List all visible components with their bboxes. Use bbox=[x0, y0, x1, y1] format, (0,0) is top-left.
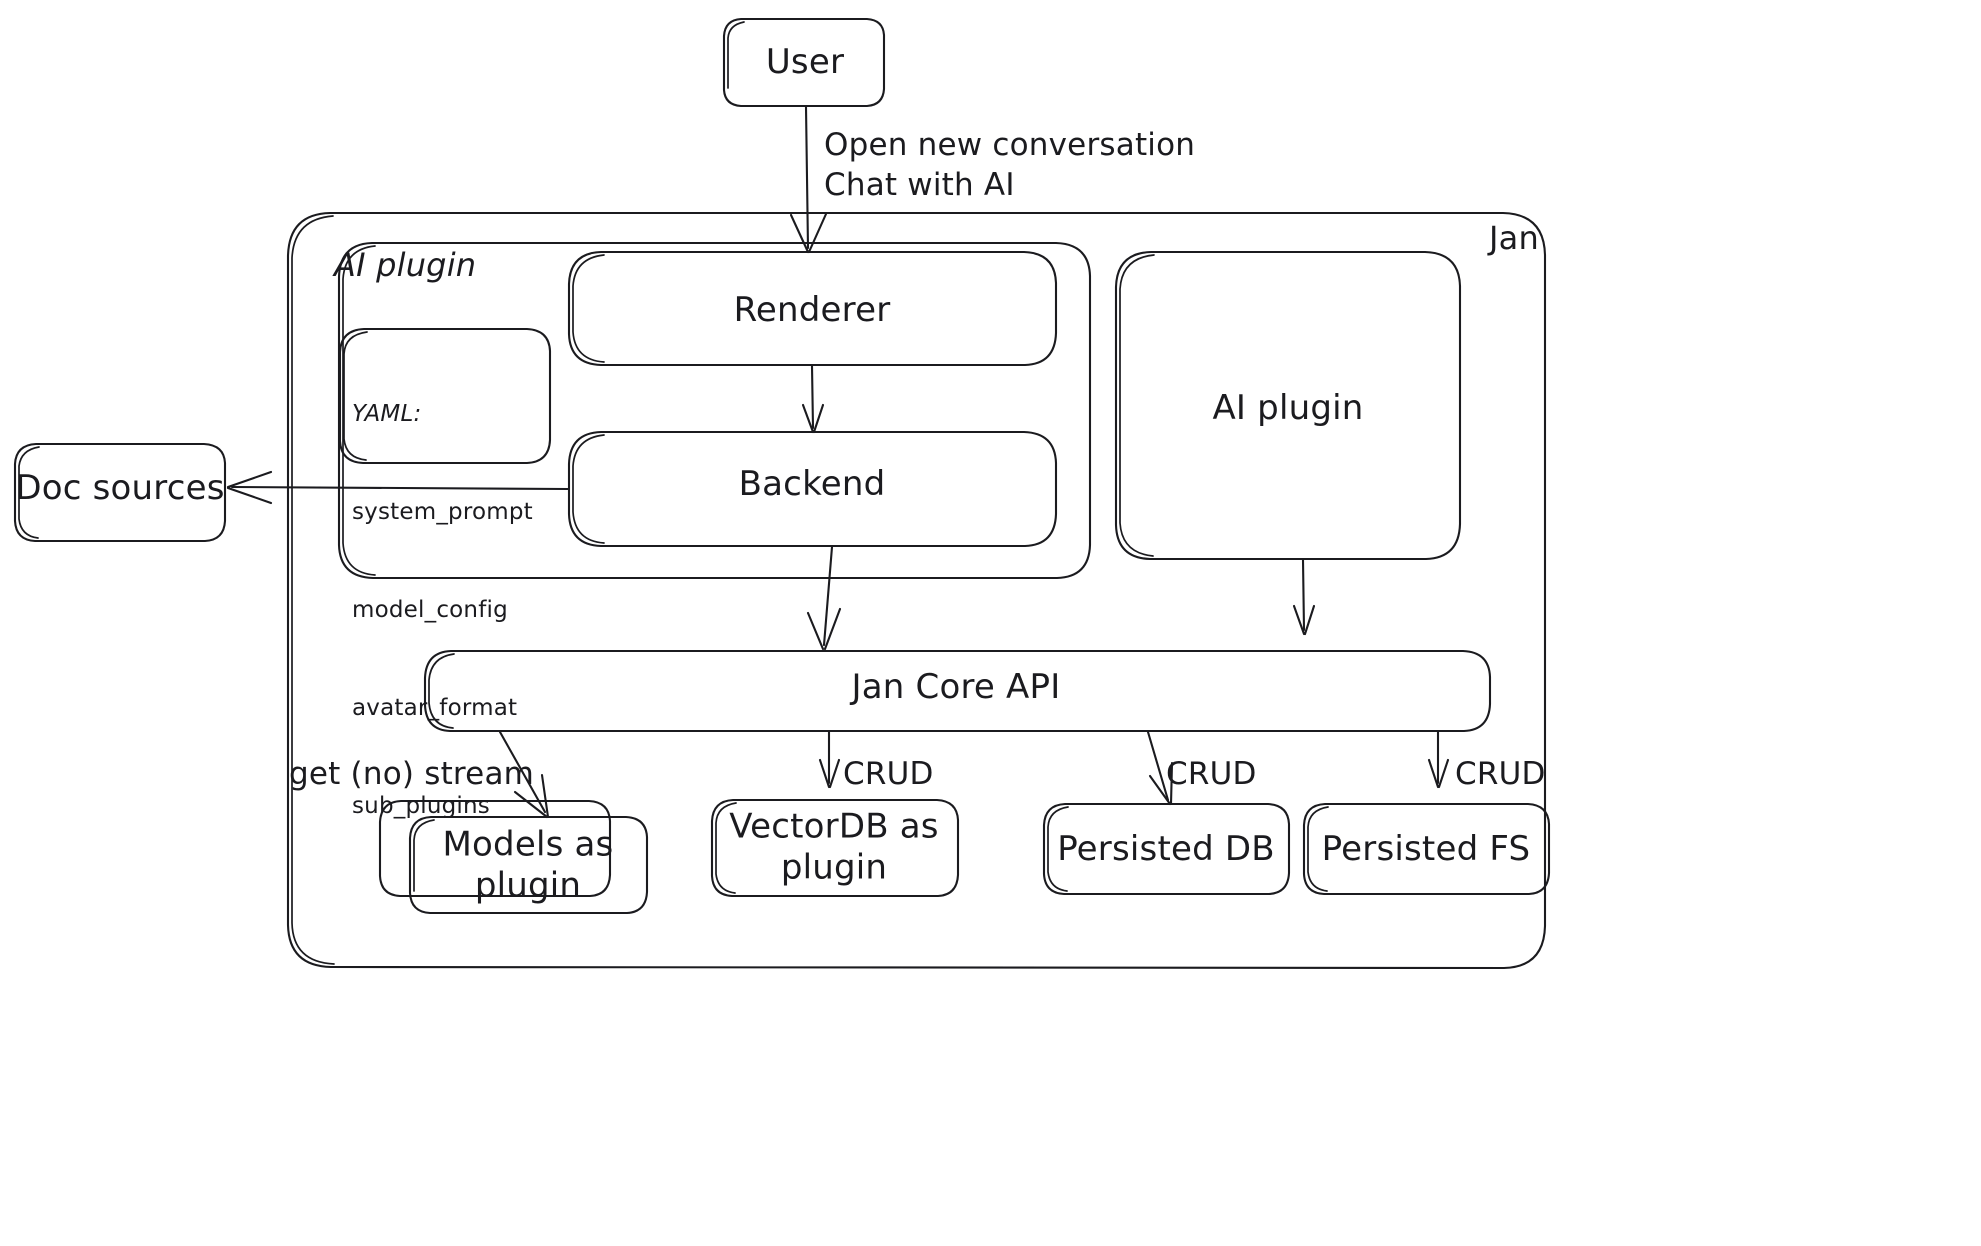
arrow-api-to-vectordb bbox=[818, 730, 841, 789]
ai-plugin-box-shape bbox=[1114, 250, 1462, 561]
edge-label-open-new-conversation: Open new conversation bbox=[824, 127, 1196, 163]
renderer-box-shape bbox=[567, 250, 1058, 367]
ai-plugin-node-label: AI plugin bbox=[1212, 388, 1364, 429]
arrow-renderer-to-backend bbox=[801, 364, 825, 434]
backend-box-shape bbox=[567, 430, 1058, 548]
edge-label-chat-with-ai: Chat with AI bbox=[824, 167, 1015, 203]
yaml-key-avatar-format: avatar_format bbox=[352, 695, 518, 722]
arrow-backend-to-core-api bbox=[806, 545, 842, 651]
edge-label-get-no-stream: get (no) stream bbox=[289, 756, 535, 792]
arrow-api-to-models bbox=[498, 730, 550, 819]
yaml-key-sub-plugins: sub_plugins bbox=[352, 793, 490, 820]
persisted-db-node-label: Persisted DB bbox=[1057, 829, 1275, 870]
doc-sources-box-shape bbox=[13, 442, 227, 543]
arrow-api-to-persisted-db bbox=[1146, 730, 1174, 806]
renderer-node-label: Renderer bbox=[733, 290, 891, 331]
user-node-label: User bbox=[765, 42, 845, 83]
ai-plugin-group-label: AI plugin bbox=[334, 246, 477, 284]
edge-label-crud-persisted-fs: CRUD bbox=[1455, 756, 1546, 792]
yaml-heading: YAML: bbox=[352, 401, 422, 428]
edge-label-crud-vectordb: CRUD bbox=[843, 756, 934, 792]
ai-plugin-group-shape bbox=[337, 241, 1092, 580]
edge-label-crud-persisted-db: CRUD bbox=[1166, 756, 1257, 792]
vectordb-as-plugin-shape bbox=[710, 798, 960, 898]
yaml-card: YAML: system_prompt model_config avatar_… bbox=[352, 333, 533, 888]
persisted-fs-node-label: Persisted FS bbox=[1321, 829, 1531, 870]
jan-core-api-shape bbox=[423, 649, 1492, 733]
jan-container-label: Jan bbox=[1489, 219, 1539, 257]
arrow-ai-plugin-to-core-api bbox=[1292, 558, 1316, 636]
jan-container-shape bbox=[286, 211, 1547, 970]
models-as-plugin-shape bbox=[378, 799, 649, 915]
persisted-fs-shape bbox=[1302, 802, 1551, 896]
doc-sources-node-label: Doc sources bbox=[15, 468, 225, 509]
arrow-user-to-renderer bbox=[789, 105, 828, 254]
yaml-key-system-prompt: system_prompt bbox=[352, 499, 533, 526]
yaml-card-shape bbox=[338, 327, 552, 465]
backend-node-label: Backend bbox=[738, 464, 886, 505]
jan-core-api-node-label: Jan Core API bbox=[851, 667, 1061, 708]
arrow-api-to-persisted-fs bbox=[1427, 730, 1450, 789]
yaml-key-model-config: model_config bbox=[352, 597, 508, 624]
user-box-shape bbox=[722, 17, 886, 108]
arrow-backend-to-doc-sources bbox=[226, 470, 570, 505]
persisted-db-shape bbox=[1042, 802, 1291, 896]
